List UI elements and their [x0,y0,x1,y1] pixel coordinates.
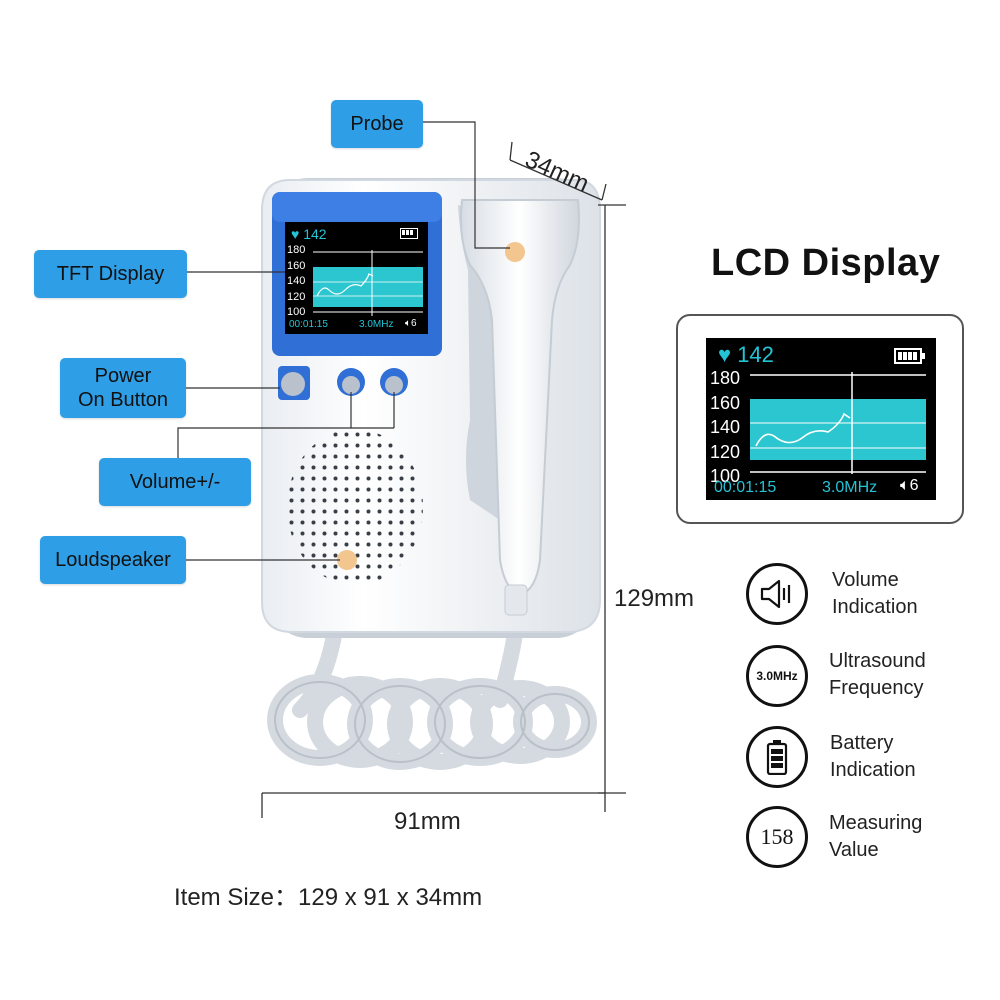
device-y-tick: 180 [287,244,306,256]
device-y-tick: 160 [287,259,306,272]
lcd-y-tick: 180 [710,368,741,388]
speaker-icon: 🔈︎ [900,477,910,494]
lcd-waveform [750,372,926,474]
legend-frequency-line1: Ultrasound [829,650,926,672]
lcd-y-tick: 160 [710,392,741,413]
legend-measure-text: Measuring Value [829,810,922,864]
device-y-tick: 120 [287,290,306,303]
legend-frequency-line2: Frequency [829,677,924,699]
lcd-display-title: LCD Display [711,242,941,284]
legend-battery-text: Battery Indication [830,730,916,784]
legend-frequency-text: Ultrasound Frequency [829,648,926,702]
lcd-timer: 00:01:15 [714,479,777,496]
device-heart-rate: 142 [303,226,327,242]
item-size-text: Item Size：129 x 91 x 34mm [174,884,483,911]
probe-label: Probe [350,113,404,135]
legend-measure-line2: Value [829,839,879,861]
height-dimension: 129mm [614,585,695,612]
lcd-y-tick: 140 [710,417,741,437]
heart-icon: ♥ [291,226,300,242]
legend-frequency-circle: 3.0MHz [746,645,808,707]
speaker-icon [760,579,791,609]
device-y-tick: 100 [287,306,306,318]
heart-icon: ♥ [718,342,732,367]
device-frequency: 3.0MHz [359,319,394,330]
frequency-badge: 3.0MHz [756,669,798,683]
power-button-callout: Power On Button [60,358,186,418]
battery-icon [766,740,788,775]
device-waveform [313,250,423,316]
measure-value-badge: 158 [760,824,794,849]
probe-callout: Probe [331,100,423,148]
legend-volume-line2: Indication [832,596,918,618]
legend-measure-circle: 158 [746,806,808,868]
legend-volume-line1: Volume [832,569,899,591]
lcd-y-tick: 120 [710,441,741,462]
loudspeaker-callout: Loudspeaker [40,536,186,584]
legend-battery-line1: Battery [830,732,894,754]
legend-volume-circle [746,563,808,625]
battery-icon [400,228,418,239]
lcd-display-screen: ♥ 142 180 160 140 120 100 00:01:15 3.0MH… [706,338,936,500]
device-y-tick: 140 [287,275,306,287]
loudspeaker-label: Loudspeaker [55,549,171,571]
width-dimension: 91mm [394,808,461,835]
speaker-icon: 🔈︎ [405,318,411,329]
tft-display-callout: TFT Display [34,250,187,298]
lcd-y-tick: 100 [710,466,741,486]
lcd-heart-rate: 142 [737,342,774,367]
legend-battery-circle [746,726,808,788]
lcd-volume-level: 6 [909,477,919,494]
volume-label: Volume+/- [129,471,221,493]
volume-callout: Volume+/- [99,458,251,506]
device-screen: ♥ 142 180 160 140 120 100 00:01:15 3.0MH… [285,222,428,334]
device-timer: 00:01:15 [289,319,328,330]
legend-volume-text: Volume Indication [832,567,918,621]
speaker-dot [337,550,357,570]
probe-head-dot [505,242,525,262]
tft-display-label: TFT Display [56,263,165,285]
legend-measure-line1: Measuring [829,812,923,834]
lcd-frequency: 3.0MHz [822,479,878,496]
power-label-line1: Power [94,365,152,387]
lcd-display-frame: ♥ 142 180 160 140 120 100 00:01:15 3.0MH… [676,314,964,524]
device-volume-level: 6 [411,318,417,329]
power-label-line2: On Button [77,389,169,411]
battery-icon [894,348,925,364]
legend-battery-line2: Indication [830,759,916,781]
